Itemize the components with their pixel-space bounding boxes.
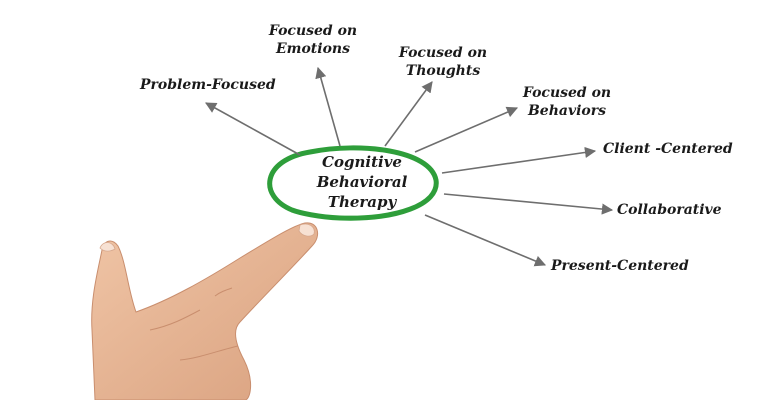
arrow-focused-emotions (315, 66, 341, 147)
arrow-focused-behaviors (414, 106, 519, 153)
label-problem-focused: Problem-Focused (140, 77, 276, 93)
arrow-focused-thoughts (384, 81, 433, 147)
label-focused-emotions-line-1: Focused on (268, 23, 358, 39)
label-focused-thoughts: Focused on Thoughts (388, 44, 498, 80)
pointing-hand-icon (91, 222, 319, 400)
label-focused-thoughts-line-1: Focused on (398, 45, 488, 61)
label-focused-emotions: Focused on Emotions (258, 22, 368, 58)
center-line-3: Therapy (327, 193, 397, 211)
label-collaborative: Collaborative (617, 202, 722, 218)
arrow-present-centered (424, 214, 547, 267)
center-title: Cognitive Behavioral Therapy (282, 152, 442, 212)
label-client-centered: Client -Centered (603, 141, 733, 157)
label-focused-behaviors: Focused on Behaviors (512, 84, 622, 120)
arrow-problem-focused (205, 102, 301, 156)
label-focused-behaviors-line-2: Behaviors (527, 103, 607, 119)
center-line-1: Cognitive (322, 153, 402, 171)
label-focused-emotions-line-2: Emotions (275, 41, 350, 57)
label-present-centered: Present-Centered (551, 258, 689, 274)
center-ring (267, 145, 439, 221)
arrow-collaborative (443, 193, 614, 215)
label-focused-behaviors-line-1: Focused on (522, 85, 612, 101)
center-line-2: Behavioral (316, 173, 408, 191)
label-focused-thoughts-line-2: Thoughts (405, 63, 481, 79)
arrow-client-centered (441, 146, 597, 174)
